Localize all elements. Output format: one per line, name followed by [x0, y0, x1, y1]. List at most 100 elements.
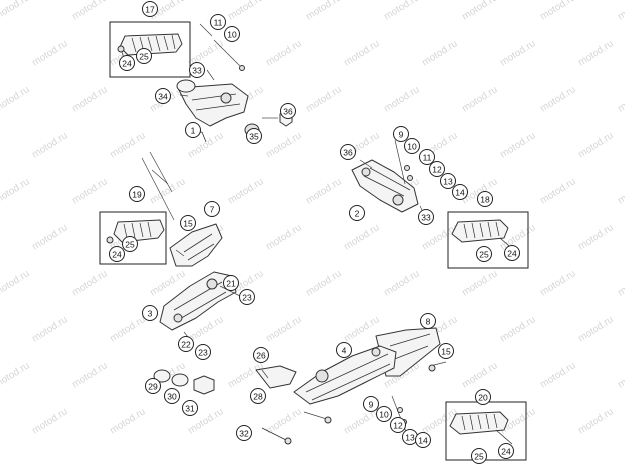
callout-number: 11 [214, 18, 223, 28]
callout-number: 10 [227, 30, 237, 40]
watermark-text: motod.ru [30, 38, 69, 68]
callout-34: 34 [155, 88, 171, 104]
callout-number: 10 [407, 142, 417, 152]
callout-number: 18 [480, 195, 490, 205]
callout-number: 24 [122, 59, 132, 69]
callout-number: 25 [479, 250, 489, 260]
callout-number: 7 [210, 205, 215, 215]
bracket [293, 345, 397, 405]
callout-number: 32 [239, 429, 249, 439]
callout-number: 24 [112, 250, 122, 260]
watermark-text: motod.ru [342, 38, 381, 68]
callout-4: 4 [336, 342, 352, 358]
watermark-text: motod.ru [264, 222, 303, 252]
callout-23: 23 [195, 344, 211, 360]
callout-32: 32 [236, 425, 252, 441]
callout-number: 29 [148, 382, 158, 392]
pin [117, 45, 125, 53]
watermark-text: motod.ru [70, 360, 109, 390]
detail-frame [447, 211, 529, 269]
watermark-text: motod.ru [382, 268, 421, 298]
footpeg-box-20 [445, 401, 527, 461]
watermark-text: motod.ru [30, 406, 69, 436]
watermark-text: motod.ru [498, 38, 537, 68]
watermark-text: motod.ru [538, 268, 577, 298]
callout-13: 13 [402, 429, 418, 445]
callout-28: 28 [250, 388, 266, 404]
watermark-text: motod.ru [576, 406, 615, 436]
callout-12: 12 [390, 417, 406, 433]
callout-number: 15 [441, 347, 451, 357]
watermark-text: motod.ru [30, 130, 69, 160]
bushing [220, 92, 232, 104]
callout-26: 26 [253, 347, 269, 363]
watermark-text: motod.ru [264, 314, 303, 344]
watermark-text: motod.ru [0, 268, 32, 298]
small-parts [153, 369, 292, 445]
callout-number: 25 [125, 240, 135, 250]
watermark-text: motod.ru [304, 268, 343, 298]
callout-36: 36 [340, 144, 356, 160]
callout-number: 25 [139, 52, 149, 62]
bracket-assembly-3 [141, 151, 241, 343]
watermark-text: motod.ru [304, 84, 343, 114]
callout-number: 15 [183, 219, 193, 229]
footpeg-box-19 [99, 211, 167, 265]
watermark-text: motod.ru [264, 38, 303, 68]
watermark-text: motod.ru [420, 222, 459, 252]
callout-18: 18 [477, 191, 493, 207]
callout-3: 3 [142, 305, 158, 321]
callout-35: 35 [246, 128, 262, 144]
callout-number: 9 [399, 130, 404, 140]
watermark-text: motod.ru [616, 360, 625, 390]
callout-number: 22 [181, 340, 191, 350]
callout-13: 13 [440, 173, 456, 189]
watermark-text: motod.ru [304, 176, 343, 206]
callout-number: 14 [418, 436, 428, 446]
watermark-text: motod.ru [460, 84, 499, 114]
callout-15: 15 [438, 343, 454, 359]
watermark-text: motod.ru [616, 0, 625, 23]
bushing-29 [153, 369, 171, 383]
callout-29: 29 [145, 378, 161, 394]
callout-number: 31 [185, 404, 195, 414]
callout-19: 19 [129, 186, 145, 202]
callout-number: 19 [132, 190, 142, 200]
watermark-text: motod.ru [108, 314, 147, 344]
callout-7: 7 [204, 201, 220, 217]
watermark-text: motod.ru [108, 130, 147, 160]
callout-number: 36 [283, 107, 293, 117]
callout-30: 30 [164, 388, 180, 404]
watermark-text: motod.ru [538, 0, 577, 23]
watermark-text: motod.ru [108, 406, 147, 436]
callout-number: 11 [423, 153, 432, 163]
callout-number: 9 [369, 400, 374, 410]
callout-23: 23 [239, 289, 255, 305]
callout-number: 33 [421, 213, 431, 223]
watermark-text: motod.ru [70, 0, 109, 23]
watermark-text: motod.ru [616, 268, 625, 298]
watermark-text: motod.ru [70, 176, 109, 206]
callout-number: 17 [145, 5, 155, 15]
watermark-text: motod.ru [616, 176, 625, 206]
watermark-text: motod.ru [382, 84, 421, 114]
callout-number: 21 [226, 279, 236, 289]
watermark-text: motod.ru [30, 222, 69, 252]
watermark-text: motod.ru [264, 130, 303, 160]
footpeg [451, 219, 509, 243]
callout-number: 4 [342, 346, 347, 356]
callout-21: 21 [223, 275, 239, 291]
callout-number: 12 [432, 165, 442, 175]
callout-14: 14 [415, 432, 431, 448]
watermark-text: motod.ru [0, 360, 32, 390]
watermark-text: motod.ru [538, 84, 577, 114]
watermark-text: motod.ru [0, 84, 32, 114]
callout-number: 8 [426, 317, 431, 327]
callout-number: 24 [507, 249, 517, 259]
callout-9: 9 [393, 126, 409, 142]
callout-number: 25 [474, 452, 484, 462]
callout-9: 9 [363, 396, 379, 412]
callout-33: 33 [189, 62, 205, 78]
watermark-text: motod.ru [538, 360, 577, 390]
